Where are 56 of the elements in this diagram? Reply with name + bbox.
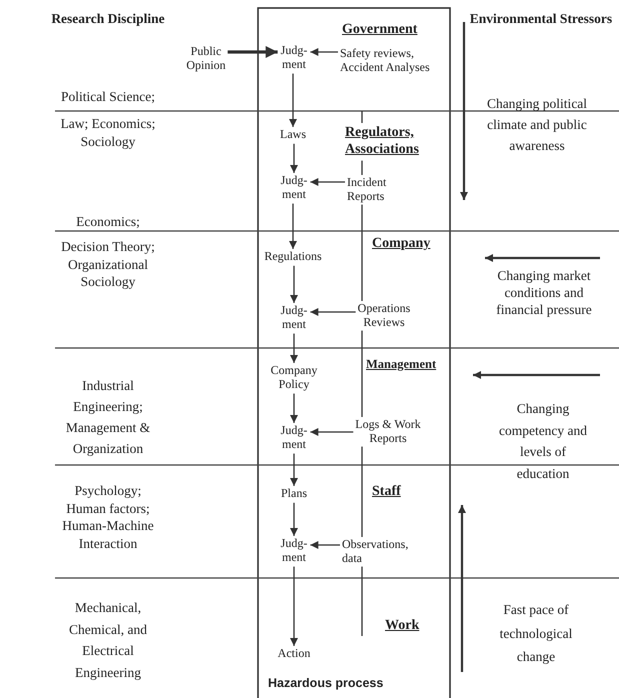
arrow — [290, 454, 298, 486]
arrow — [290, 566, 298, 646]
node-text: Observations, data — [342, 538, 426, 566]
level-heading: Work — [385, 618, 420, 635]
connector-line — [361, 446, 363, 537]
connector-line — [361, 566, 363, 636]
arrow — [310, 308, 356, 316]
node-text: Judg- ment — [274, 304, 314, 332]
discipline-label: Decision Theory; Organizational Sociology — [60, 238, 156, 291]
arrow — [310, 178, 345, 186]
node-text: Action — [266, 647, 322, 661]
node-text: Judg- ment — [274, 424, 314, 452]
column-heading: Research Discipline — [50, 10, 166, 28]
discipline-label: Political Science; — [60, 88, 156, 106]
connector-line — [361, 110, 363, 176]
node-text: Operations Reviews — [345, 302, 423, 330]
node-text: Plans — [270, 487, 318, 501]
arrow — [290, 394, 298, 423]
column-heading: Environmental Stressors — [468, 10, 614, 28]
discipline-label: Psychology; Human factors; Human-Machine Interaction — [61, 482, 155, 552]
stressor-label: Changing competency and levels of education — [498, 400, 588, 483]
arrow — [290, 144, 298, 173]
level-heading: Regulators, Associations — [345, 125, 420, 159]
arrow — [290, 266, 298, 303]
arrow — [310, 48, 338, 56]
arrow — [289, 74, 297, 127]
connector-line — [361, 204, 363, 301]
node-text: Company Policy — [262, 364, 326, 392]
discipline-label: Law; Economics; Sociology — [60, 115, 156, 150]
discipline-label: Economics; — [75, 213, 141, 231]
arrow — [290, 334, 298, 363]
arrow — [290, 502, 298, 536]
stressor-label: Changing political climate and public awareness — [486, 95, 588, 155]
node-text: Judg- ment — [274, 44, 314, 72]
node-text: Laws — [268, 128, 318, 142]
discipline-label: Industrial Engineering; Management & Organization — [64, 377, 152, 458]
level-heading: Company — [372, 236, 430, 253]
level-heading: Government — [342, 22, 418, 39]
discipline-label: Mechanical, Chemical, and Electrical Engineering — [68, 599, 148, 682]
stressor-label: Changing market conditions and financial pressure — [495, 268, 593, 319]
node-text: Judg- ment — [274, 174, 314, 202]
arrow — [310, 428, 354, 436]
level-heading: Staff — [372, 484, 401, 501]
node-text: Public Opinion — [178, 45, 234, 73]
stressor-label: Fast pace of technological change — [498, 601, 574, 666]
node-text: Regulations — [258, 250, 328, 264]
connector-line — [361, 330, 363, 417]
node-text: Incident Reports — [347, 176, 409, 204]
node-text: Logs & Work Reports — [342, 418, 434, 446]
level-heading: Management — [366, 357, 436, 372]
arrow — [289, 204, 297, 249]
arrow — [228, 46, 278, 58]
process-label: Hazardous process — [268, 675, 384, 692]
node-text: Safety reviews, Accident Analyses — [340, 47, 430, 75]
node-text: Judg- ment — [274, 537, 314, 565]
arrow — [310, 541, 340, 549]
